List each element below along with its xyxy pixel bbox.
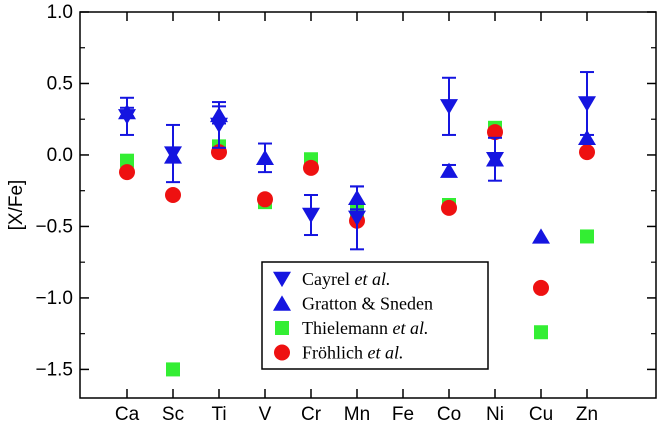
y-tick-label: 0.5: [47, 73, 73, 94]
legend-label-part: et al.: [368, 343, 404, 363]
data-point: [534, 325, 548, 340]
legend: Cayrel et al. Gratton & SnedenThielemann …: [261, 261, 489, 370]
series-triangle-down: [118, 71, 596, 251]
x-tick-labels: Ca Sc Ti V Cr Mn Fe Co Ni Cu Zn: [115, 404, 598, 424]
legend-label: Fröhlich et al.: [302, 343, 404, 363]
legend-label: Gratton & Sneden: [302, 294, 433, 314]
data-point: [257, 191, 273, 208]
x-tick-label: Zn: [576, 404, 598, 424]
axis-ticks: [80, 11, 656, 398]
data-point: [440, 162, 458, 178]
legend-label-part: Gratton & Sneden: [302, 294, 433, 314]
data-point: [120, 153, 134, 168]
x-tick-label: Fe: [392, 404, 414, 424]
legend-label: Thielemann et al.: [302, 318, 428, 338]
legend-marker: [273, 271, 291, 288]
data-point: [533, 279, 549, 296]
data-point: [441, 199, 457, 216]
x-tick-label: Ni: [486, 404, 504, 424]
legend-label-part: Cayrel: [302, 269, 354, 289]
data-point: [210, 117, 228, 134]
legend-label: Cayrel et al.: [302, 269, 390, 289]
data-point: [256, 149, 274, 166]
legend-marker: [273, 295, 291, 311]
data-point: [302, 207, 320, 224]
legend-label-part: Thielemann: [302, 318, 392, 338]
x-tick-label: Sc: [162, 404, 184, 424]
legend-label-part: Fröhlich: [302, 343, 368, 363]
y-axis-title: [X/Fe]: [6, 180, 27, 231]
data-point: [486, 152, 504, 168]
data-point: [119, 164, 135, 181]
y-tick-label: −1.5: [35, 359, 73, 380]
legend-box: [261, 261, 489, 370]
data-point: [440, 99, 458, 115]
y-tick-label: −0.5: [35, 216, 73, 237]
data-point: [578, 96, 596, 112]
x-tick-label: V: [259, 404, 272, 424]
legend-label-part: et al.: [354, 269, 390, 289]
y-tick-label: 0.0: [47, 145, 73, 166]
data-point: [348, 210, 366, 226]
data-point: [487, 124, 503, 141]
data-point: [578, 129, 596, 146]
y-tick-labels: 1.0 0.5 0.0 −0.5 −1.0 −1.5: [35, 2, 73, 380]
x-tick-label: Mn: [344, 404, 370, 424]
x-tick-label: Ti: [211, 404, 226, 424]
data-point: [118, 109, 136, 125]
x-tick-label: Cu: [529, 404, 553, 424]
y-tick-label: −1.0: [35, 288, 73, 309]
plot-frame: [79, 11, 657, 399]
data-point: [580, 229, 594, 244]
data-point: [166, 362, 180, 377]
legend-marker: [274, 344, 290, 361]
y-tick-label: 1.0: [47, 2, 73, 23]
legend-label-part: et al.: [392, 318, 428, 338]
x-tick-label: Co: [437, 404, 461, 424]
legend-marker: [275, 321, 289, 335]
x-tick-label: Ca: [115, 404, 140, 424]
data-point: [303, 159, 319, 176]
series-layer: [118, 71, 596, 377]
data-point: [164, 146, 182, 162]
x-tick-label: Cr: [301, 404, 322, 424]
data-point: [165, 186, 181, 203]
data-point: [579, 144, 595, 161]
data-point: [532, 228, 550, 244]
